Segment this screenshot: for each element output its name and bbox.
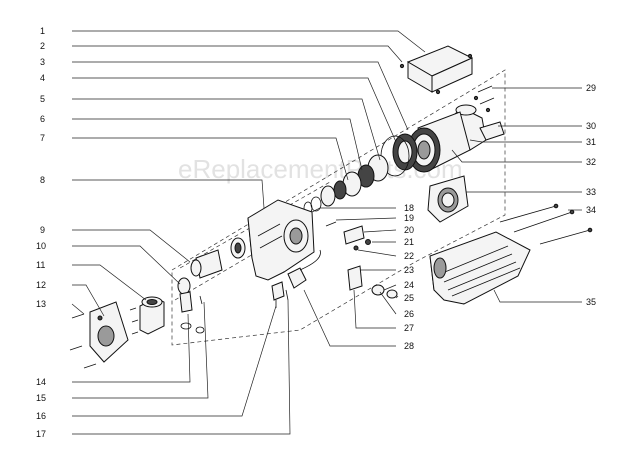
callout-16: 16 xyxy=(36,411,46,421)
callout-14: 14 xyxy=(36,377,46,387)
end-plate-part xyxy=(427,175,469,223)
callout-12: 12 xyxy=(36,280,46,290)
callout-2: 2 xyxy=(40,41,45,51)
callout-23: 23 xyxy=(404,265,414,275)
callout-18: 18 xyxy=(404,203,414,213)
callout-17: 17 xyxy=(36,429,46,439)
callout-1: 1 xyxy=(40,26,45,36)
callout-21: 21 xyxy=(404,237,414,247)
callout-22: 22 xyxy=(404,251,414,261)
callout-34: 34 xyxy=(586,205,596,215)
callout-13: 13 xyxy=(36,299,46,309)
switch-assembly-part xyxy=(325,221,398,299)
piston-link-part xyxy=(177,277,193,330)
motor-stator-part xyxy=(407,111,471,173)
callout-27: 27 xyxy=(404,323,414,333)
pinion-shaft-part xyxy=(190,237,246,279)
callout-25: 25 xyxy=(404,293,414,303)
callout-9: 9 xyxy=(40,225,45,235)
gear-housing-part xyxy=(247,199,315,281)
callout-10: 10 xyxy=(36,241,46,251)
ribbed-shroud-part xyxy=(429,231,531,305)
right-callouts: 18 19 20 21 22 23 24 25 26 27 28 29 30 3… xyxy=(404,83,596,351)
leader-lines xyxy=(71,30,582,435)
callout-32: 32 xyxy=(586,157,596,167)
callout-4: 4 xyxy=(40,73,45,83)
callout-11: 11 xyxy=(36,260,45,270)
callout-30: 30 xyxy=(586,121,596,131)
callout-29: 29 xyxy=(586,83,596,93)
top-cover-part xyxy=(399,45,474,95)
callout-5: 5 xyxy=(40,94,45,104)
callout-33: 33 xyxy=(586,187,596,197)
screw-29-part xyxy=(477,85,495,105)
callout-35: 35 xyxy=(586,297,596,307)
left-callouts: 1 2 3 4 5 6 7 8 9 10 11 12 13 14 15 16 1… xyxy=(36,26,46,439)
callout-19: 19 xyxy=(404,213,414,223)
front-cover-part xyxy=(89,301,129,363)
cylinder-part xyxy=(139,296,165,335)
tie-rods-part xyxy=(499,203,593,245)
callout-15: 15 xyxy=(36,393,46,403)
callout-20: 20 xyxy=(404,225,414,235)
callout-31: 31 xyxy=(586,137,596,147)
callout-26: 26 xyxy=(404,309,414,319)
callout-24: 24 xyxy=(404,280,414,290)
armature-part xyxy=(380,133,418,177)
callout-3: 3 xyxy=(40,57,45,67)
screws-part xyxy=(69,307,139,369)
pipe-elbow-part xyxy=(287,249,321,289)
callout-6: 6 xyxy=(40,114,45,124)
callout-7: 7 xyxy=(40,133,45,143)
callout-28: 28 xyxy=(404,341,414,351)
callout-8: 8 xyxy=(40,175,45,185)
small-fittings-part xyxy=(195,281,289,334)
